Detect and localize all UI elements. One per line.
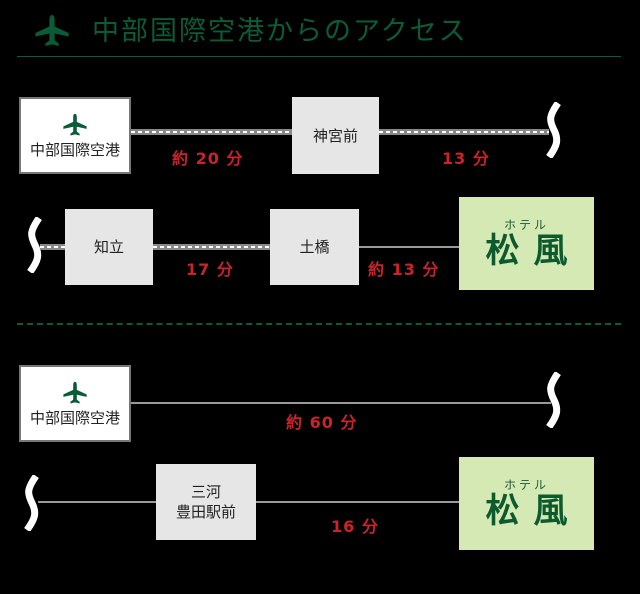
station-mikawa-toyota-ekimae: 三河 豊田駅前 <box>156 464 256 540</box>
rail-line <box>131 129 292 135</box>
station-label-line2: 豊田駅前 <box>175 503 236 521</box>
rail-line <box>379 129 549 135</box>
station-dobashi: 土橋 <box>270 209 359 285</box>
station-chubu-airport: 中部国際空港 <box>19 365 131 442</box>
travel-time: 約 60 分 <box>286 413 358 432</box>
station-label: 土橋 <box>299 238 330 256</box>
hotel-shofu: ホテル 松風 <box>459 457 594 550</box>
route-break-icon <box>24 475 39 531</box>
station-chubu-airport: 中部国際空港 <box>19 97 131 174</box>
road-line <box>256 501 459 503</box>
airplane-icon <box>35 15 69 46</box>
station-jingumae: 神宮前 <box>292 97 379 174</box>
route-break-icon <box>27 217 42 273</box>
travel-time: 約 20 分 <box>172 149 244 168</box>
route-break-icon <box>546 102 561 158</box>
hotel-logo: 松風 <box>485 490 582 531</box>
station-chiryu: 知立 <box>65 209 153 285</box>
station-label-line1: 三河 <box>190 483 221 501</box>
travel-time: 16 分 <box>331 517 379 536</box>
travel-time: 17 分 <box>186 260 234 279</box>
rail-line <box>153 244 270 250</box>
hotel-shofu: ホテル 松風 <box>459 197 594 290</box>
hotel-label-sub: ホテル <box>503 477 549 492</box>
section-divider <box>17 323 621 325</box>
station-label: 神宮前 <box>312 126 358 145</box>
route-break-icon <box>546 372 561 428</box>
road-line <box>38 501 156 503</box>
airplane-icon <box>63 381 87 403</box>
travel-time: 13 分 <box>442 149 490 168</box>
page-title: 中部国際空港からのアクセス <box>92 16 468 47</box>
rail-line <box>40 244 65 250</box>
airplane-icon <box>63 113 87 135</box>
travel-time: 約 13 分 <box>368 260 440 279</box>
station-label: 知立 <box>93 238 124 256</box>
hotel-label-sub: ホテル <box>503 217 549 232</box>
road-line <box>359 246 459 248</box>
station-label: 中部国際空港 <box>29 408 120 427</box>
hotel-logo: 松風 <box>485 230 582 271</box>
road-line <box>131 402 551 404</box>
station-label: 中部国際空港 <box>29 140 120 159</box>
header-divider <box>17 56 621 57</box>
